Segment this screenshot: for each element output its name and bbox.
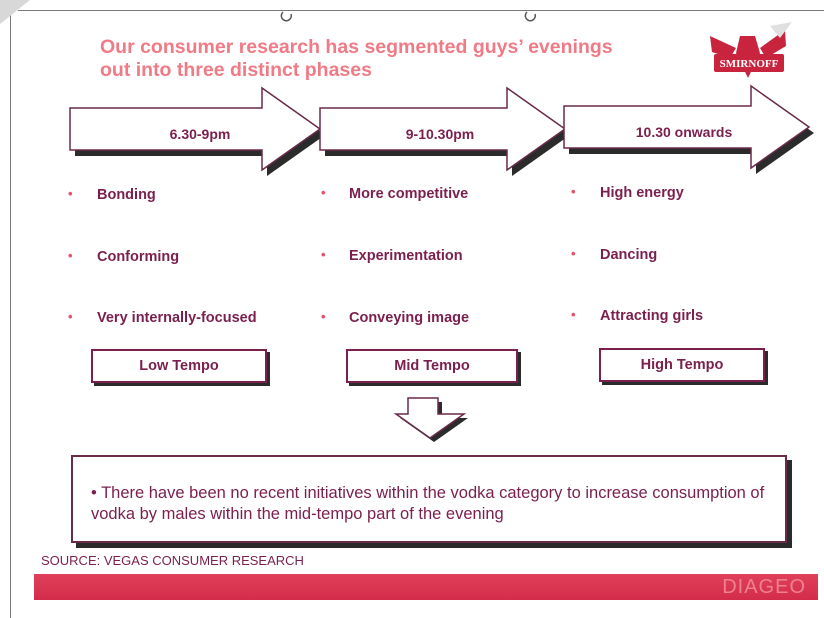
bullet-item: Bonding (97, 187, 156, 203)
bullet-icon: • (571, 184, 576, 199)
tempo-box-high: High Tempo (599, 348, 765, 382)
bullet-item: More competitive (349, 186, 469, 202)
title-line-1: Our consumer research has segmented guys… (100, 36, 613, 58)
phase-arrow-3 (563, 84, 814, 174)
bullet-item: Attracting girls (600, 308, 704, 324)
binder-hole-icon (280, 11, 293, 22)
smirnoff-logo: SMIRNOFF (710, 22, 792, 78)
phase-time-2: 9-10.30pm (405, 126, 475, 142)
source-note: SOURCE: VEGAS CONSUMER RESEARCH (41, 553, 304, 568)
svg-text:SMIRNOFF: SMIRNOFF (720, 58, 779, 70)
bullet-item: Very internally-focused (97, 310, 257, 326)
footer-bar: DIAGEO (34, 574, 818, 600)
phase-arrow-2 (319, 86, 570, 176)
phase-time-3: 10.30 onwards (635, 124, 733, 140)
top-border-line (18, 10, 824, 11)
bullet-icon: • (68, 309, 73, 324)
bullet-icon: • (321, 309, 326, 324)
title-line-2: out into three distinct phases (100, 59, 372, 81)
conclusion-box: • There have been no recent initiatives … (71, 455, 787, 543)
conclusion-text: • There have been no recent initiatives … (91, 484, 765, 523)
slide-title: Our consumer research has segmented guys… (100, 36, 700, 82)
tempo-box-mid: Mid Tempo (346, 349, 518, 383)
bullet-item: Dancing (600, 247, 658, 263)
left-border-line (10, 14, 11, 618)
bullet-icon: • (68, 248, 73, 263)
bullet-icon: • (571, 307, 576, 322)
bullet-item: Experimentation (349, 248, 463, 264)
bullet-item: Conveying image (349, 310, 470, 326)
phase-time-1: 6.30-9pm (169, 126, 231, 142)
tempo-box-low: Low Tempo (91, 349, 267, 383)
bullet-item: High energy (600, 185, 684, 201)
down-arrow-icon (393, 397, 468, 442)
bullet-icon: • (321, 247, 326, 262)
bullet-icon: • (321, 185, 326, 200)
bullet-icon: • (571, 246, 576, 261)
binder-hole-icon (524, 11, 537, 22)
bullet-icon: • (68, 186, 73, 201)
phase-arrow-1 (69, 86, 325, 176)
corner-fold-icon (0, 0, 30, 24)
diageo-logo: DIAGEO (722, 576, 806, 598)
bullet-item: Conforming (97, 249, 180, 265)
